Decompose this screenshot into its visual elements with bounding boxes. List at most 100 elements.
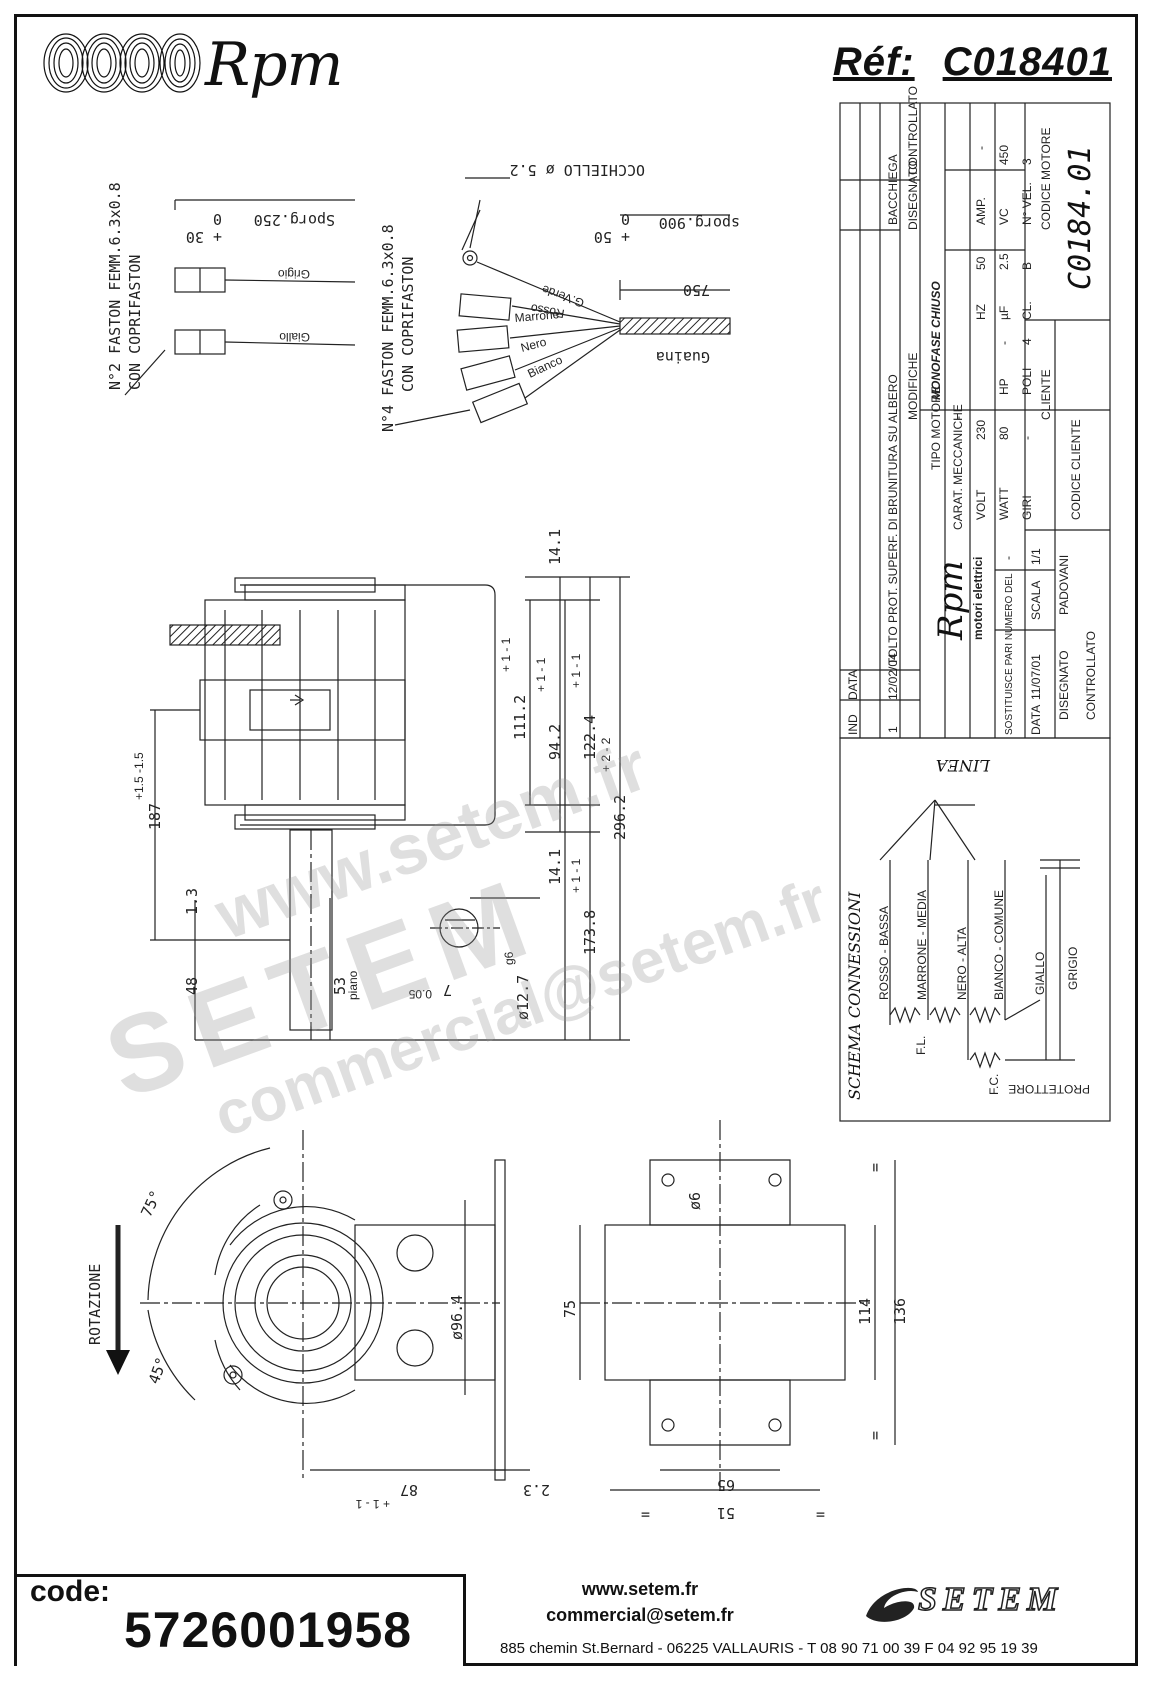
sostituisce-label: SOSTITUISCE PARI NUMERO DEL — [1004, 573, 1015, 735]
sheath-length: 750 — [683, 281, 710, 299]
code-label: code: — [30, 1575, 111, 1608]
hp-label: HP — [997, 378, 1011, 395]
dim-2-3: 2.3 — [523, 1481, 550, 1499]
rev-header-ind: IND — [846, 714, 860, 735]
dim-173-8: 173.8 — [581, 910, 599, 955]
long-wire-tolerance: + 50 — [594, 228, 630, 246]
giri-value: - — [1020, 436, 1034, 440]
website-link[interactable]: www.setem.fr — [581, 1579, 699, 1599]
long-wire-length: sporg.900 — [659, 214, 740, 232]
shaft-flat-tol: 0.05 — [408, 987, 432, 1001]
hp-value: - — [997, 341, 1011, 345]
shaft-diameter: ø12.7 — [514, 975, 532, 1020]
dim-173-8-tol: + 1 - 1 — [569, 858, 583, 893]
short-wire-length: Sporg.250 — [254, 211, 335, 229]
amp-value: - — [974, 146, 988, 150]
data-value: 11/07/01 — [1029, 654, 1043, 700]
controllato-label: CONTROLLATO — [1084, 631, 1098, 720]
cl-label: CL. — [1020, 301, 1034, 320]
rpm-brand-name: Rpm — [205, 30, 343, 100]
rev-row-modifiche: TOLTO PROT. SUPERF. DI BRUNITURA SU ALBE… — [886, 374, 900, 665]
schema-fl: F.L. — [914, 1036, 928, 1055]
wire-nero: Nero — [519, 335, 548, 355]
dim-87: 87 — [400, 1481, 418, 1499]
dim-94-2-tol: + 1 - 1 — [534, 657, 548, 692]
sostituisce-value: - — [1001, 556, 1015, 560]
dim-53: 53 — [331, 977, 349, 995]
schema-linea: LINEA — [936, 756, 991, 775]
wire-grigio: Grigio — [278, 267, 310, 281]
dim-114: 114 — [856, 1298, 874, 1325]
code-box — [14, 1574, 466, 1666]
poli-label: POLI — [1020, 368, 1034, 395]
motor-plan-view — [579, 1120, 896, 1491]
piano-label: piano — [346, 970, 360, 1000]
hz-value: 50 — [974, 256, 988, 270]
dim-51: 51 — [717, 1504, 735, 1522]
dim-14-1-top: 14.1 — [546, 529, 564, 565]
dim-187: 187 — [146, 803, 164, 830]
disegnato-label: DISEGNATO — [1057, 650, 1071, 720]
dim-48: 48 — [183, 977, 201, 995]
scala-label: SCALA — [1029, 581, 1043, 620]
title-block-company: Rpm — [931, 560, 971, 641]
wiring-diagram — [124, 177, 731, 426]
watt-value: 80 — [997, 426, 1011, 440]
contact-block: www.setem.fr commercial@setem.fr — [540, 1576, 740, 1628]
drawing-sheet-border — [14, 14, 1138, 1666]
email-link[interactable]: commercial@setem.fr — [546, 1605, 734, 1625]
rev-row-ind: 1 — [886, 726, 900, 733]
schema-grigio: GRIGIO — [1066, 947, 1080, 990]
dim-14-1-bottom: 14.1 — [546, 849, 564, 885]
short-wire-tolerance: + 30 — [186, 228, 222, 246]
dim-111-2-tol: + 1 - 1 — [499, 637, 513, 672]
sig-row-bacchiega: BACCHIEGA — [886, 154, 900, 225]
dim-65: 65 — [717, 1476, 735, 1494]
vc-label: VC — [997, 208, 1011, 225]
wire-bianco: Bianco — [525, 352, 564, 380]
codice-cliente-label: CODICE CLIENTE — [1069, 419, 1083, 520]
rotation-arrow-head — [106, 1350, 130, 1375]
motor-front-view — [140, 1130, 530, 1481]
schema-nero-alta: NERO - ALTA — [955, 927, 969, 1000]
schema-fc: F.C. — [987, 1074, 1001, 1095]
dim-75: 75 — [561, 1300, 579, 1318]
sig-header-controllato: CONTROLLATO — [906, 86, 920, 175]
rev-row-date: 12/02/04 — [886, 653, 900, 700]
amp-label: AMP. — [974, 197, 988, 225]
disegnato-value: PADOVANI — [1057, 555, 1071, 615]
reference-label: Réf: — [832, 40, 915, 84]
equal-mark-left: = — [641, 1506, 650, 1524]
volt-value: 230 — [974, 420, 988, 440]
dim-87-tol: + 1 - 1 — [355, 1497, 390, 1511]
giri-label: GIRI — [1020, 495, 1034, 520]
dim-6: ø6 — [686, 1192, 704, 1210]
vc-value: 450 — [997, 145, 1011, 165]
shaft-fit: g6 — [502, 951, 516, 965]
wire-rosso: Rosso — [529, 301, 565, 321]
mech-value: - — [951, 416, 965, 420]
title-block-company-sub: motori elettrici — [971, 557, 985, 640]
two-faston-cover: CON COPRIFASTON — [126, 255, 144, 390]
code-value: 5726001958 — [124, 1602, 413, 1658]
schema-circuit — [879, 799, 1080, 1069]
cl-value: B — [1020, 262, 1034, 270]
four-faston-cover: CON COPRIFASTON — [399, 257, 417, 392]
long-wire-tolerance-low: 0 — [621, 210, 630, 228]
angle-75: 75° — [137, 1188, 165, 1220]
rev-header-modifiche: MODIFICHE — [906, 353, 920, 420]
dim-96-4: ø96.4 — [448, 1295, 466, 1340]
sig-header-disegnato: DISEGNATO — [906, 160, 920, 230]
angle-45: 45° — [145, 1355, 171, 1387]
dim-122-4-tol: + 1 - 1 — [569, 653, 583, 688]
schema-bianco-comune: BIANCO - COMUNE — [992, 890, 1006, 1000]
equal-mark-top: = — [866, 1163, 884, 1172]
schema-rosso-bassa: ROSSO - BASSA — [877, 906, 891, 1000]
wire-giallo: Giallo — [279, 330, 310, 344]
hz-label: HZ — [974, 304, 988, 320]
dim-187-tol: +1.5 -1.5 — [132, 752, 146, 800]
watt-label: WATT — [997, 487, 1011, 520]
uf-label: µF — [997, 306, 1011, 320]
two-faston-label: N°2 FASTON FEMM.6.3x0.8 — [106, 182, 124, 390]
